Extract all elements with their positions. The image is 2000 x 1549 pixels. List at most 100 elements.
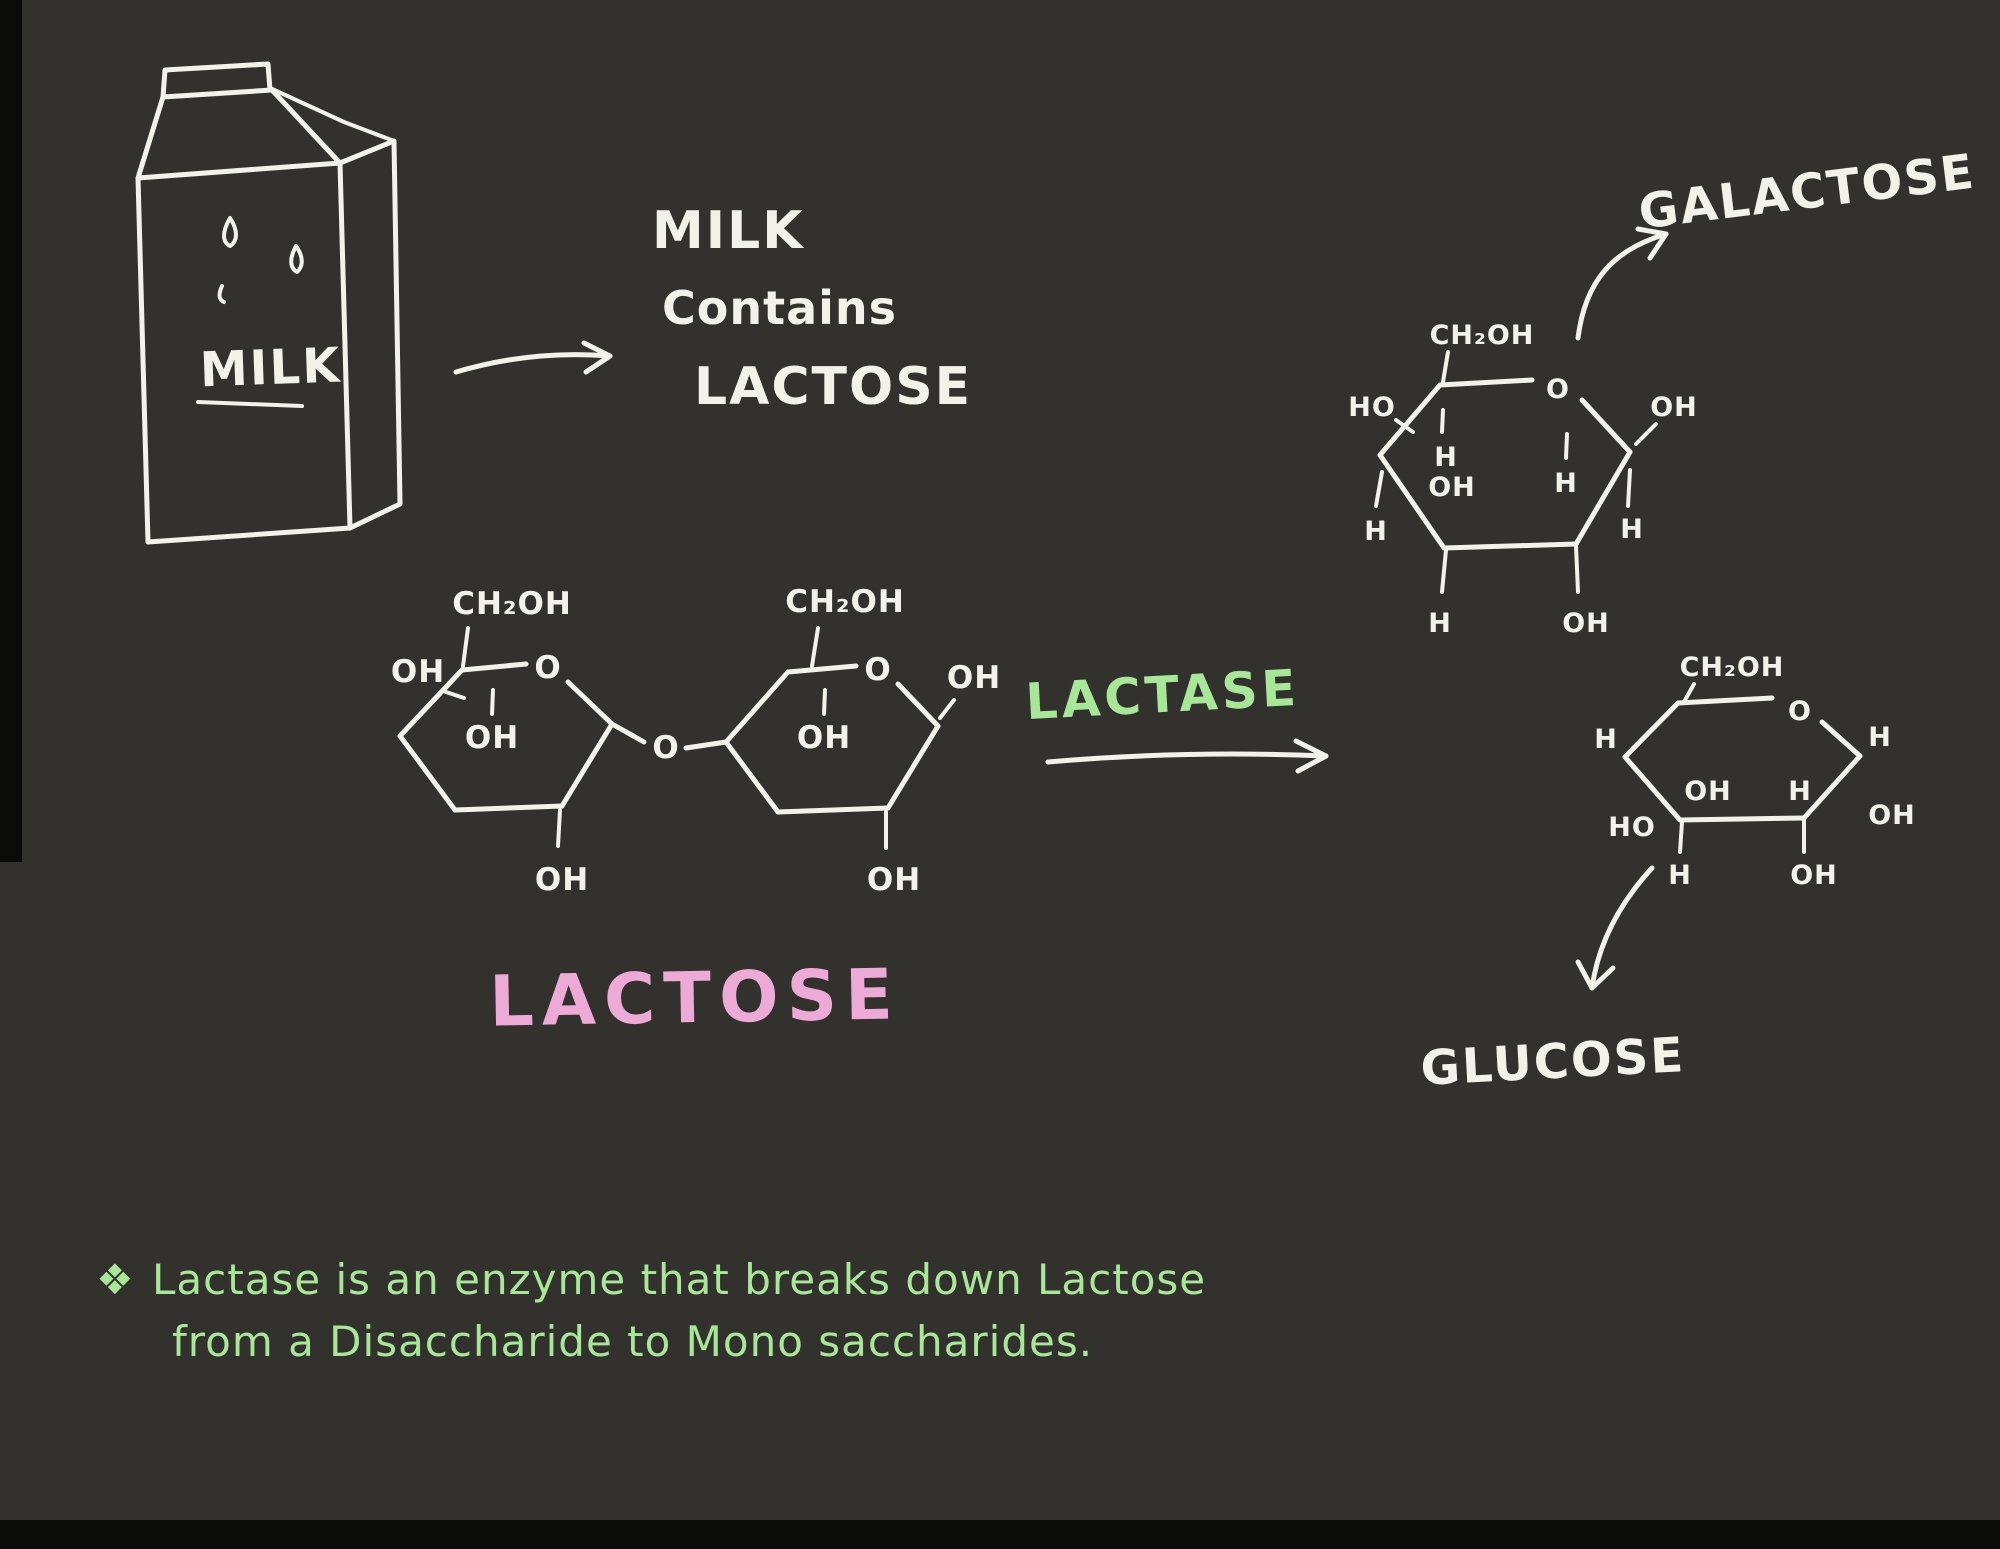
lactose-right-ring-bond bbox=[785, 663, 859, 675]
glucose-arrow-head bbox=[1575, 959, 1616, 991]
lactose-right-inner-bond bbox=[822, 688, 827, 716]
glucose-ring-bond bbox=[1622, 700, 1681, 760]
milk-carton-drawing: MILK bbox=[135, 61, 403, 545]
milk-drip-mark bbox=[217, 284, 226, 304]
galactose-ring-bond bbox=[1441, 541, 1579, 551]
glycosidic-bond bbox=[683, 739, 729, 751]
arrow-shaft bbox=[453, 352, 613, 375]
lactose-left-oh-bottom-label: OH bbox=[535, 862, 589, 898]
intro-line-contains: Contains bbox=[662, 281, 897, 335]
lactose-right-ch2oh-bond bbox=[810, 626, 820, 668]
lactase-enzyme-label: LACTASE bbox=[1024, 659, 1301, 731]
galactose-oh-right-label: OH bbox=[1650, 392, 1698, 423]
carton-label-underline bbox=[196, 400, 304, 408]
lactose-title: LACTOSE bbox=[488, 953, 901, 1042]
glucose-oh-low-right-label: OH bbox=[1868, 800, 1916, 831]
lactose-left-ring-o-label: O bbox=[534, 650, 561, 686]
lactose-left-ch2oh-bond bbox=[461, 626, 470, 668]
galactose-arrow-head bbox=[1635, 226, 1669, 261]
glucose-ring-bond bbox=[1675, 695, 1775, 706]
galactose-h-bottom-label: H bbox=[1428, 608, 1452, 639]
left-edge-bar bbox=[0, 0, 22, 862]
galactose-title: GALACTOSE bbox=[1636, 144, 1979, 241]
intro-text-block: MILK Contains LACTOSE bbox=[652, 201, 972, 417]
galactose-ho-left-label: HO bbox=[1348, 392, 1396, 423]
glucose-ring-bond bbox=[1801, 753, 1863, 821]
lactose-left-ring-bond bbox=[559, 721, 615, 809]
reaction-arrow-group: LACTASE bbox=[1024, 659, 1329, 774]
galactose-h-inner-label: H bbox=[1434, 442, 1458, 473]
lactose-right-ring-bond bbox=[895, 681, 941, 729]
lactose-right-ch2oh-label: CH₂OH bbox=[785, 584, 905, 620]
glucose-arrow-shaft bbox=[1589, 865, 1655, 991]
glycosidic-bond bbox=[609, 721, 647, 745]
carton-to-text-arrow bbox=[453, 340, 613, 375]
glucose-ch2oh-bond bbox=[1682, 682, 1696, 704]
galactose-bottom-bond bbox=[1440, 548, 1448, 594]
intro-line-lactose: LACTOSE bbox=[694, 357, 972, 417]
glucose-ho-low-left-label: HO bbox=[1608, 812, 1656, 843]
glycosidic-o-label: O bbox=[652, 730, 679, 766]
galactose-ring-bond bbox=[1377, 452, 1447, 551]
galactose-h-low-right-bond bbox=[1626, 468, 1632, 508]
carton-side-panel bbox=[337, 138, 403, 531]
lactose-left-ring-bond bbox=[397, 667, 465, 739]
glucose-h-inner-label: H bbox=[1788, 776, 1812, 807]
carton-spout-tab bbox=[160, 61, 273, 100]
glucose-h-right-label: H bbox=[1868, 722, 1892, 753]
lactose-structure: CH₂OH OH O OH OH O CH₂OH O OH OH OH bbox=[391, 584, 1001, 1043]
lactose-right-ring-o-label: O bbox=[864, 652, 891, 688]
galactose-ring-bond bbox=[1579, 397, 1633, 455]
bottom-edge-bar bbox=[0, 1520, 2000, 1549]
glucose-h-left-label: H bbox=[1594, 724, 1618, 755]
galactose-h-low-left-label: H bbox=[1364, 516, 1388, 547]
note-line-1: Lactase is an enzyme that breaks down La… bbox=[152, 1255, 1206, 1304]
galactose-ch2oh-label: CH₂OH bbox=[1430, 320, 1535, 351]
galactose-ring-o-label: O bbox=[1546, 374, 1570, 405]
lactose-right-ring-bond bbox=[723, 739, 781, 815]
galactose-ring-bond bbox=[1437, 377, 1535, 388]
lactose-left-ring-bond bbox=[397, 733, 458, 813]
lactose-left-ring-bond bbox=[459, 661, 529, 673]
arrow-head bbox=[581, 340, 613, 375]
galactose-ring-bond bbox=[1573, 449, 1633, 547]
galactose-oh-bottom-label: OH bbox=[1562, 608, 1610, 639]
lactose-left-inner-bond bbox=[490, 688, 495, 716]
lactose-left-oh-bond bbox=[444, 690, 466, 700]
galactose-oh-inner-label: OH bbox=[1428, 472, 1476, 503]
lactose-left-ring-bond bbox=[565, 679, 615, 727]
lactose-right-ring-bond bbox=[775, 805, 891, 815]
galactose-oh-bond bbox=[1634, 422, 1658, 446]
intro-line-milk: MILK bbox=[652, 201, 805, 261]
lactose-right-oh-bottom-label: OH bbox=[867, 862, 921, 898]
galactose-h-low-left-bond bbox=[1374, 470, 1384, 508]
carton-brand-label: MILK bbox=[199, 337, 342, 398]
lactose-right-ring-bond bbox=[723, 669, 791, 745]
glucose-ring-bond bbox=[1819, 719, 1863, 759]
lactose-right-anomeric-bond bbox=[938, 698, 956, 720]
lactose-right-oh-inner-label: OH bbox=[797, 720, 851, 756]
glucose-bottom-bond bbox=[1678, 820, 1684, 854]
glucose-title: GLUCOSE bbox=[1419, 1027, 1686, 1097]
lactose-right-ring-bond bbox=[885, 723, 941, 811]
lactose-left-ring-bond bbox=[452, 803, 565, 813]
glucose-structure: CH₂OH O H H OH H HO OH H OH GLUCOSE bbox=[1419, 652, 1916, 1097]
galactose-structure: CH₂OH HO O OH H OH H H H H OH GALACTOSE bbox=[1348, 144, 1978, 639]
galactose-ch2oh-bond bbox=[1441, 350, 1450, 384]
lactase-note: ❖ Lactase is an enzyme that breaks down … bbox=[96, 1255, 1206, 1366]
lactose-right-oh-anomeric-label: OH bbox=[947, 660, 1001, 696]
glucose-ch2oh-label: CH₂OH bbox=[1680, 652, 1785, 683]
reaction-arrow-shaft bbox=[1045, 751, 1329, 765]
glucose-ring-bond bbox=[1622, 754, 1683, 823]
glucose-oh-bottom-label: OH bbox=[1790, 860, 1838, 891]
glucose-oh-inner-label: OH bbox=[1684, 776, 1732, 807]
galactose-inner-bond bbox=[1564, 432, 1569, 460]
lactose-left-ch2oh-label: CH₂OH bbox=[452, 586, 572, 622]
galactose-h-inner-right-label: H bbox=[1554, 468, 1578, 499]
carton-roof-slope bbox=[268, 86, 396, 143]
galactose-h-low-right-label: H bbox=[1620, 514, 1644, 545]
lactose-left-oh-inner-label: OH bbox=[465, 720, 519, 756]
galactose-ring-bond bbox=[1377, 382, 1443, 458]
reaction-arrow-head bbox=[1293, 738, 1329, 774]
